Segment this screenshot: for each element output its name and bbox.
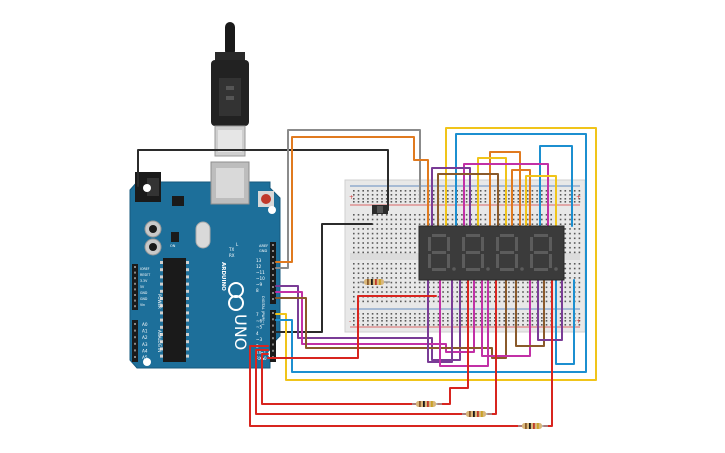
wire[interactable] (511, 169, 531, 227)
on-led-label: ON (170, 244, 176, 248)
analog-pin-label: A3 (142, 342, 148, 347)
digital-pin-label: 8 (256, 288, 259, 293)
wires (137, 127, 597, 427)
wire[interactable] (275, 279, 461, 361)
rx-led-label: RX (229, 253, 235, 258)
power-section-label: POWER (157, 294, 162, 309)
digital-pin-label: 13 (256, 258, 262, 263)
resistor[interactable] (518, 423, 548, 429)
digital-pin-label: ~5 (256, 325, 263, 330)
analog-header[interactable] (132, 320, 138, 362)
digital-pin-label: ~10 (256, 276, 265, 281)
digital-pin-label: ~6 (256, 318, 263, 323)
mounting-hole (143, 358, 151, 366)
digital-pin-label: 4 (256, 331, 259, 336)
digital-pin-label: ~11 (256, 270, 265, 275)
digital-section-label: DIGITAL (PWM~) (261, 296, 265, 326)
wire[interactable] (261, 353, 417, 405)
wire[interactable] (463, 163, 549, 227)
arduino-uno-board[interactable]: AREF GND 1312~11~10~987~6~54~32TX▸1RX◂0 … (129, 161, 281, 369)
ioref-label: IOREF (140, 267, 150, 271)
wire[interactable] (275, 129, 421, 269)
resistor[interactable] (360, 279, 390, 285)
analog-pin-label: A4 (142, 348, 148, 353)
svg-text:-: - (349, 318, 351, 325)
reset-label: RESET (140, 273, 150, 277)
analog-pin-label: A0 (142, 322, 148, 327)
display-digit (462, 234, 490, 271)
wire[interactable] (537, 279, 563, 341)
digital-pin-label: 12 (256, 264, 262, 269)
analog-pin-label: A1 (142, 329, 148, 334)
gnd-label-power-2: GND (140, 297, 148, 301)
mounting-hole (268, 206, 276, 214)
wire[interactable] (267, 295, 437, 359)
crystal (195, 221, 211, 249)
display-digit (496, 234, 524, 271)
seven-segment-display[interactable] (418, 225, 565, 281)
v33-label: 3.3V (140, 279, 148, 283)
wire[interactable] (439, 279, 489, 367)
display-digit (530, 234, 558, 271)
wire[interactable] (477, 157, 507, 227)
digital-pin-label: ~3 (256, 337, 263, 342)
digital-header-low[interactable] (270, 310, 276, 362)
digital-header-high[interactable] (270, 242, 276, 304)
wire[interactable] (275, 127, 597, 381)
tx-led-label: TX (228, 247, 234, 252)
wire[interactable] (481, 279, 531, 357)
power-header[interactable] (132, 264, 138, 310)
digital-pin-label: ~9 (256, 282, 263, 287)
display-digit (428, 234, 456, 271)
wire[interactable] (489, 151, 521, 227)
svg-text:+: + (576, 318, 581, 325)
wire[interactable] (137, 149, 389, 211)
arduino-logo (228, 282, 244, 311)
v5-label: 5V (140, 285, 145, 289)
brand-label: ARDUINO (220, 262, 226, 291)
wire[interactable] (431, 167, 471, 227)
analog-section-label: ANALOG IN (157, 330, 162, 352)
usb-cable[interactable] (211, 22, 249, 157)
svg-text:+: + (349, 194, 354, 201)
digital-pin-label: 7 (256, 312, 259, 317)
model-label: UNO (231, 314, 250, 350)
gnd-label: GND (259, 249, 267, 253)
wire[interactable] (275, 279, 475, 353)
wire[interactable] (249, 345, 525, 427)
svg-text:+: + (576, 194, 581, 201)
wire[interactable] (275, 279, 507, 359)
analog-pin-label: A2 (142, 335, 148, 340)
wire[interactable] (539, 145, 573, 227)
gnd-label-power: GND (140, 291, 148, 295)
atmega-chip (163, 258, 186, 362)
mounting-hole (143, 184, 151, 192)
voltage-regulator (172, 196, 184, 206)
wire[interactable] (437, 279, 469, 405)
wire[interactable] (525, 175, 557, 227)
wire[interactable] (515, 279, 545, 347)
wire[interactable] (255, 349, 467, 415)
wire[interactable] (555, 279, 575, 365)
wire[interactable] (275, 136, 429, 263)
vin-label: Vin (140, 303, 145, 307)
aref-label: AREF (259, 244, 268, 248)
led-l-label: L (236, 242, 239, 247)
digital-pin-label: TX▸1 (255, 350, 267, 355)
resistor[interactable] (462, 411, 492, 417)
resistor[interactable] (412, 401, 442, 407)
analog-pin-label: A5 (142, 355, 148, 360)
wire[interactable] (437, 173, 499, 227)
wire[interactable] (275, 133, 587, 373)
